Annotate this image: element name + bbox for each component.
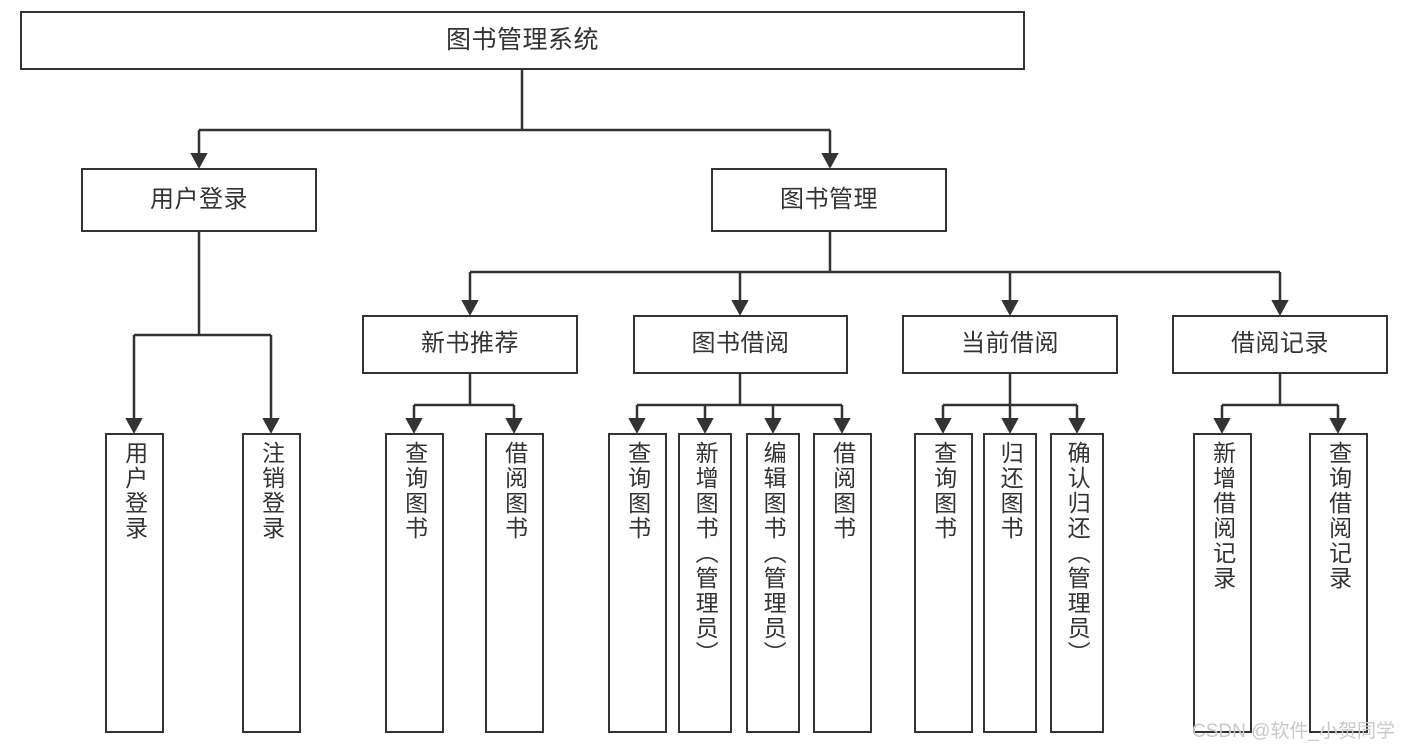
node-root-book-management-system[interactable]: 图书管理系统 xyxy=(20,11,1025,70)
leaf-current-borrow-return-book[interactable]: 归还图书 xyxy=(983,433,1037,733)
node-book-management[interactable]: 图书管理 xyxy=(711,168,947,232)
leaf-new-book-borrow-book[interactable]: 借阅图书 xyxy=(485,433,544,733)
leaf-new-book-query-book[interactable]: 查询图书 xyxy=(385,433,444,733)
node-label: 归还图书 xyxy=(997,441,1024,541)
node-label: 当前借阅 xyxy=(961,330,1059,358)
leaf-book-borrow-edit-book[interactable]: 编辑图书（管理员） xyxy=(746,433,800,733)
leaf-borrow-record-add-record[interactable]: 新增借阅记录 xyxy=(1193,433,1252,733)
node-label: 借阅记录 xyxy=(1231,330,1329,358)
leaf-borrow-record-query-record[interactable]: 查询借阅记录 xyxy=(1309,433,1368,733)
node-label: 图书借阅 xyxy=(691,330,790,358)
node-label: 查询图书 xyxy=(930,441,957,541)
node-label: 图书管理系统 xyxy=(445,25,599,54)
node-label: 借阅图书 xyxy=(501,441,528,541)
leaf-book-borrow-borrow-book[interactable]: 借阅图书 xyxy=(813,433,872,733)
node-current-borrow[interactable]: 当前借阅 xyxy=(902,315,1118,374)
node-label: 查询图书 xyxy=(624,441,651,541)
csdn-watermark: CSDN @软件_小贺同学 xyxy=(1192,721,1395,742)
leaf-user-login-login[interactable]: 用户登录 xyxy=(105,433,164,733)
node-new-book-recommend[interactable]: 新书推荐 xyxy=(362,315,578,374)
node-label: 新增借阅记录 xyxy=(1209,441,1236,591)
node-book-borrow[interactable]: 图书借阅 xyxy=(633,315,848,374)
node-label: 注销登录 xyxy=(258,441,285,541)
leaf-current-borrow-query-book[interactable]: 查询图书 xyxy=(914,433,973,733)
node-label: 查询图书 xyxy=(401,441,428,541)
node-label: 用户登录 xyxy=(121,441,148,541)
node-label: 图书管理 xyxy=(780,185,878,213)
leaf-user-login-logout[interactable]: 注销登录 xyxy=(242,433,301,733)
node-label: 编辑图书（管理员） xyxy=(760,441,787,666)
node-label: 用户登录 xyxy=(150,185,248,213)
leaf-book-borrow-add-book[interactable]: 新增图书（管理员） xyxy=(678,433,732,733)
leaf-current-borrow-confirm-return[interactable]: 确认归还（管理员） xyxy=(1050,433,1104,733)
node-label: 确认归还（管理员） xyxy=(1064,441,1091,666)
node-label: 新增图书（管理员） xyxy=(692,441,719,666)
node-label: 借阅图书 xyxy=(829,441,856,541)
node-label: 查询借阅记录 xyxy=(1325,441,1352,591)
leaf-book-borrow-query-book[interactable]: 查询图书 xyxy=(608,433,667,733)
node-user-login[interactable]: 用户登录 xyxy=(81,168,317,232)
node-borrow-record[interactable]: 借阅记录 xyxy=(1172,315,1388,374)
node-label: 新书推荐 xyxy=(421,330,519,358)
